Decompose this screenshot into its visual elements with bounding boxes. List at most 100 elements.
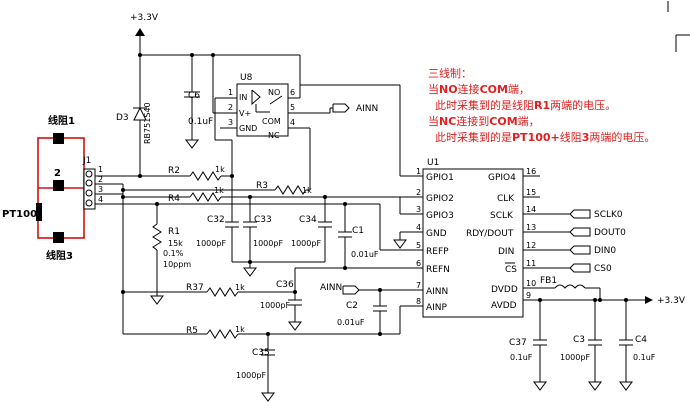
svg-text:4: 4: [98, 195, 103, 204]
svg-text:R1: R1: [168, 227, 180, 237]
svg-text:1000pF: 1000pF: [260, 301, 290, 310]
svg-text:4: 4: [416, 223, 421, 232]
svg-text:REFP: REFP: [426, 247, 449, 257]
svg-text:1: 1: [416, 167, 421, 176]
svg-text:AINN: AINN: [320, 283, 342, 293]
svg-text:4: 4: [290, 118, 295, 127]
svg-text:0.1%: 0.1%: [163, 249, 184, 258]
svg-text:GPIO1: GPIO1: [426, 173, 454, 183]
svg-text:R37: R37: [186, 283, 204, 293]
svg-text:C34: C34: [299, 215, 317, 225]
svg-text:14: 14: [526, 205, 536, 214]
svg-text:10: 10: [526, 279, 536, 288]
svg-text:C33: C33: [254, 215, 272, 225]
svg-text:16: 16: [526, 167, 536, 176]
ainn-port-2: AINN: [320, 283, 410, 295]
svg-text:CS0: CS0: [594, 264, 612, 274]
svg-text:SCLK: SCLK: [490, 211, 514, 221]
svg-text:2: 2: [416, 188, 421, 197]
svg-text:1000pF: 1000pF: [236, 371, 266, 380]
svg-text:0.1uF: 0.1uF: [188, 117, 213, 127]
capacitor-c37: C37 0.1uF: [509, 338, 547, 362]
junction-dots: [121, 53, 628, 336]
pt100-wiring: 线阻1 2 PT100 线阻3: [2, 114, 85, 262]
svg-text:AINN: AINN: [426, 287, 448, 297]
svg-text:1k: 1k: [214, 186, 224, 195]
svg-text:FB1: FB1: [540, 276, 557, 286]
svg-text:CS: CS: [505, 265, 517, 275]
capacitor-c6: C6 0.1uF: [184, 91, 213, 149]
svg-text:DOUT0: DOUT0: [594, 228, 626, 238]
port-cs: CS0: [569, 263, 612, 274]
port-dout: DOUT0: [569, 227, 626, 238]
svg-text:PT100: PT100: [2, 209, 37, 220]
svg-text:GND: GND: [426, 229, 447, 239]
svg-text:1: 1: [98, 165, 103, 174]
svg-text:NO: NO: [268, 88, 280, 97]
svg-text:+3.3V: +3.3V: [657, 296, 686, 306]
svg-text:1000pF: 1000pF: [291, 239, 321, 248]
svg-text:GPIO2: GPIO2: [426, 194, 454, 204]
svg-text:2: 2: [98, 175, 103, 184]
svg-text:C32: C32: [207, 215, 225, 225]
svg-text:0.1uF: 0.1uF: [510, 353, 533, 362]
vcc-top-symbol: +3.3V: [130, 13, 159, 176]
svg-text:线阻1: 线阻1: [48, 114, 75, 127]
svg-text:D3: D3: [116, 113, 129, 123]
diode-d3: D3 RB751S40: [116, 102, 152, 144]
svg-text:3: 3: [228, 118, 233, 127]
resistor-r3: R3 1k: [256, 181, 312, 195]
svg-text:+3.3V: +3.3V: [130, 13, 159, 23]
switch-u8: U8 1 2 3 6 5 4 IN V+ GND NO COM NC: [225, 73, 300, 140]
svg-text:3: 3: [416, 205, 421, 214]
resistor-r1: R1 15k 0.1% 10ppm: [152, 223, 191, 269]
vcc-right-symbol: +3.3V: [645, 296, 686, 306]
svg-text:U1: U1: [427, 158, 439, 168]
svg-text:NC: NC: [268, 131, 280, 140]
svg-text:R4: R4: [168, 194, 180, 204]
svg-text:15k: 15k: [168, 239, 183, 248]
svg-text:8: 8: [416, 297, 421, 306]
svg-text:C1: C1: [352, 226, 364, 236]
svg-text:9: 9: [526, 291, 531, 300]
capacitor-c33: C33 1000pF: [243, 215, 283, 248]
capacitor-c36: C36 1000pF: [260, 280, 302, 310]
svg-text:1k: 1k: [235, 283, 245, 292]
svg-text:GND: GND: [239, 124, 257, 133]
svg-text:12: 12: [526, 241, 536, 250]
svg-text:1: 1: [228, 88, 233, 97]
svg-text:AINN: AINN: [356, 104, 378, 114]
svg-text:1000pF: 1000pF: [196, 239, 226, 248]
resistor-r5: R5 1k: [186, 325, 245, 339]
resistor-r37: R37 1k: [186, 283, 245, 297]
resistor-r4: R4 1k: [168, 186, 224, 204]
svg-text:C3: C3: [573, 335, 585, 345]
svg-text:13: 13: [526, 223, 536, 232]
svg-text:11: 11: [526, 259, 536, 268]
svg-text:IN: IN: [239, 93, 247, 102]
u1-right-pins: 16 GPIO4 15 CLK 14 SCLK 13 RDY/DOUT 12 D…: [466, 167, 570, 311]
svg-text:15: 15: [526, 188, 536, 197]
svg-text:C4: C4: [635, 335, 647, 345]
svg-text:SCLK0: SCLK0: [594, 210, 623, 220]
adc-u1: U1: [422, 158, 524, 318]
svg-text:0.01uF: 0.01uF: [351, 250, 379, 259]
svg-text:DIN0: DIN0: [594, 246, 616, 256]
svg-text:0.01uF: 0.01uF: [337, 318, 365, 327]
capacitor-c3: C3 1000pF: [560, 335, 602, 362]
svg-text:R5: R5: [186, 326, 198, 336]
svg-text:RDY/DOUT: RDY/DOUT: [466, 229, 514, 239]
svg-text:10ppm: 10ppm: [163, 260, 191, 269]
svg-text:RB751S40: RB751S40: [143, 102, 152, 144]
capacitor-c34: C34 1000pF: [291, 215, 332, 248]
svg-text:AVDD: AVDD: [491, 301, 517, 311]
svg-text:GPIO4: GPIO4: [488, 173, 516, 183]
svg-text:3: 3: [98, 185, 103, 194]
svg-text:2: 2: [228, 103, 233, 112]
svg-text:5: 5: [290, 103, 295, 112]
svg-text:U8: U8: [240, 73, 253, 83]
svg-text:DIN: DIN: [498, 247, 514, 257]
svg-text:1000pF: 1000pF: [560, 353, 590, 362]
